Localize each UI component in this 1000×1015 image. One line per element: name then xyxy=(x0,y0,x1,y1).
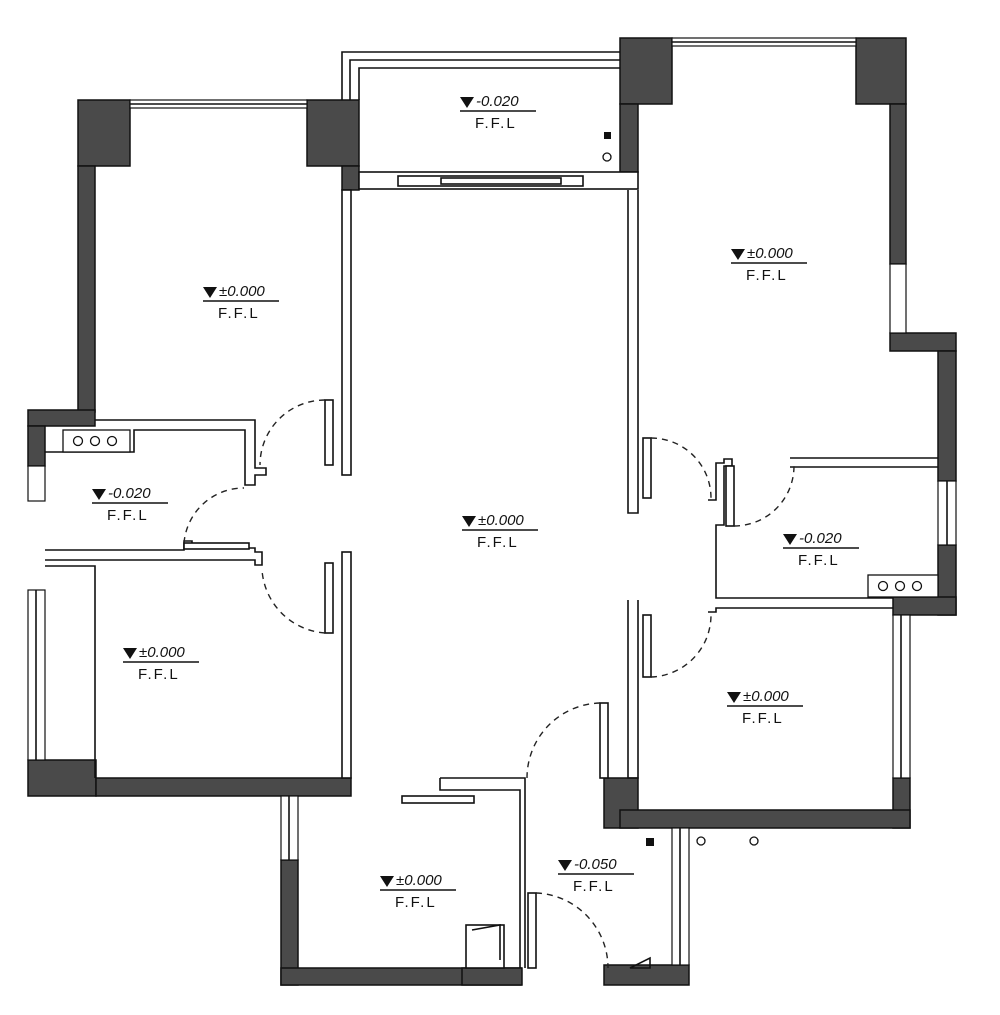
level-triangle-icon xyxy=(558,860,572,871)
level-label: F.F.L xyxy=(138,666,180,683)
level-value: -0.020 xyxy=(476,93,519,110)
level-value: ±0.000 xyxy=(219,283,265,300)
level-label: F.F.L xyxy=(475,115,517,132)
level-label: F.F.L xyxy=(395,894,437,911)
level-triangle-icon xyxy=(92,489,106,500)
level-value: -0.050 xyxy=(574,856,617,873)
level-value: ±0.000 xyxy=(747,245,793,262)
balcony-outline xyxy=(341,51,639,190)
level-triangle-icon xyxy=(203,287,217,298)
level-value: -0.020 xyxy=(108,485,151,502)
level-value: ±0.000 xyxy=(743,688,789,705)
interior-walls xyxy=(45,189,938,969)
level-triangle-icon xyxy=(460,97,474,108)
level-triangle-icon xyxy=(727,692,741,703)
level-triangle-icon xyxy=(731,249,745,260)
level-label: F.F.L xyxy=(742,710,784,727)
level-label: F.F.L xyxy=(573,878,615,895)
doors xyxy=(183,399,795,969)
level-triangle-icon xyxy=(783,534,797,545)
level-label: F.F.L xyxy=(107,507,149,524)
level-label: F.F.L xyxy=(746,267,788,284)
level-triangle-icon xyxy=(123,648,137,659)
level-value: ±0.000 xyxy=(478,512,524,529)
level-triangle-icon xyxy=(380,876,394,887)
windows xyxy=(27,37,957,966)
level-value: ±0.000 xyxy=(139,644,185,661)
exterior-walls xyxy=(27,37,957,986)
level-label: F.F.L xyxy=(798,552,840,569)
level-triangle-icon xyxy=(462,516,476,527)
fixtures xyxy=(62,429,939,846)
level-value: -0.020 xyxy=(799,530,842,547)
level-label: F.F.L xyxy=(477,534,519,551)
level-label: F.F.L xyxy=(218,305,260,322)
level-marks: -0.020F.F.L±0.000F.F.L±0.000F.F.L-0.020F… xyxy=(92,93,859,911)
level-value: ±0.000 xyxy=(396,872,442,889)
